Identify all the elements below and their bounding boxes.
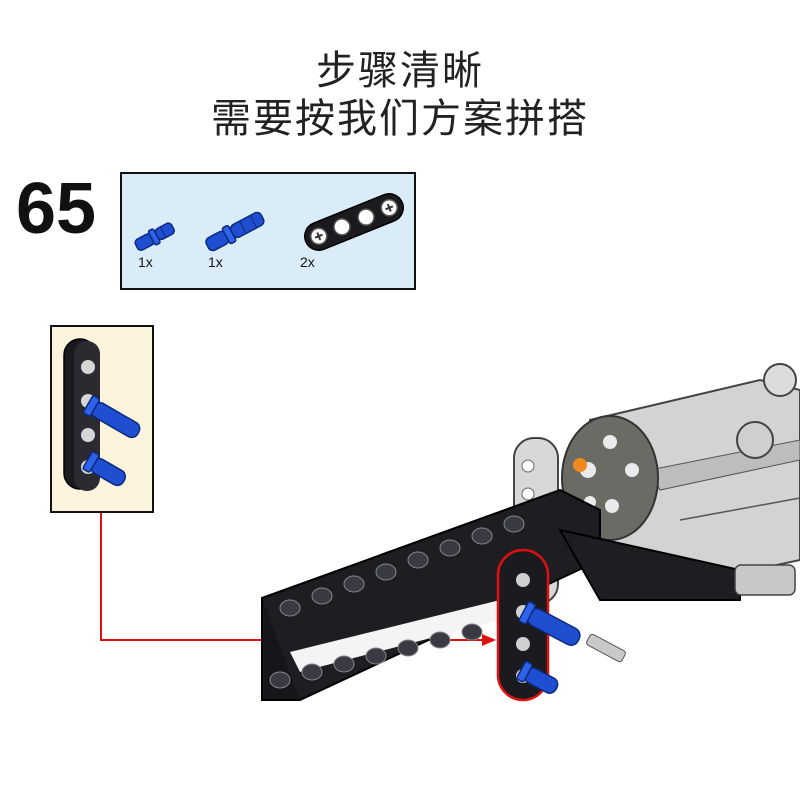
callout-pointer-arrow bbox=[100, 513, 496, 646]
liftarm-qty: 2x bbox=[300, 254, 315, 270]
motor-end-cap bbox=[561, 415, 659, 541]
grey-vertical-beam bbox=[513, 437, 559, 605]
heading-line-2: 需要按我们方案拼搭 bbox=[211, 96, 589, 142]
step-number: 65 bbox=[16, 169, 97, 249]
short-blue-pin-icon bbox=[134, 222, 175, 251]
long-pin-qty: 1x bbox=[208, 254, 223, 270]
detail-callout-box bbox=[50, 325, 154, 513]
black-liftarm-frame bbox=[261, 488, 796, 701]
short-pin-qty: 1x bbox=[138, 254, 153, 270]
callout-blue-pin-icon bbox=[83, 395, 141, 439]
heading-line-1: 步骤清晰 bbox=[316, 48, 484, 94]
callout-short-pin-icon bbox=[82, 451, 127, 487]
black-liftarm-icon bbox=[304, 193, 404, 251]
parts-illustration bbox=[134, 193, 404, 252]
long-blue-pin-icon bbox=[205, 211, 265, 252]
orange-axle-icon bbox=[573, 458, 587, 472]
installed-short-pin-icon bbox=[516, 660, 559, 694]
grey-axle-icon bbox=[586, 633, 626, 663]
callout-illustration bbox=[63, 338, 141, 491]
grey-motor-assembly bbox=[561, 363, 800, 592]
installed-blue-pin-icon bbox=[518, 601, 581, 646]
highlighted-new-liftarm bbox=[496, 548, 550, 702]
parts-list-box: 1x 1x 2x bbox=[120, 172, 416, 290]
